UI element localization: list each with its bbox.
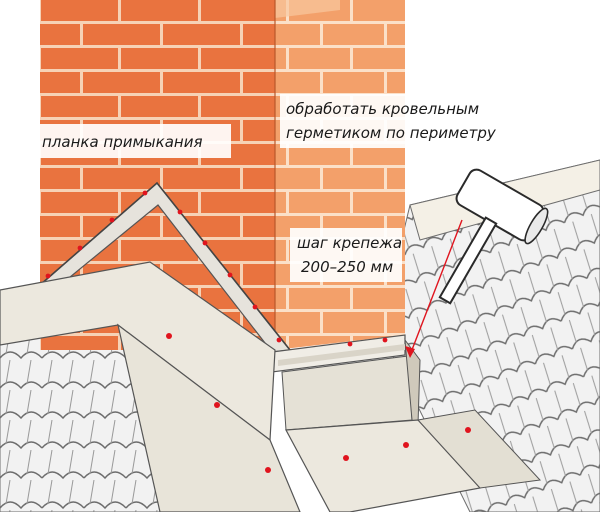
label-sealant: обработать кровельным герметиком по пери…: [280, 94, 497, 148]
fastener-row: [45, 190, 282, 343]
label-step-line1: шаг крепежа: [297, 234, 402, 252]
fastener-dot: [382, 337, 388, 343]
fastener-dot: [265, 467, 271, 473]
label-sealant-line2: герметиком по периметру: [286, 124, 497, 142]
label-flashing: планка примыкания: [36, 124, 231, 158]
fastener-dot: [343, 455, 349, 461]
fastener-dot: [214, 402, 220, 408]
fastener-dot: [202, 240, 208, 246]
leader-arrowhead: [405, 346, 415, 358]
fastener-dot: [45, 273, 51, 279]
fastener-dot: [347, 341, 353, 347]
bottom-tray: [285, 409, 542, 512]
label-step-line2: 200–250 мм: [301, 258, 393, 276]
fastener-dot: [252, 304, 258, 310]
sealant-leader-line: [409, 219, 463, 356]
fastener-dot: [109, 217, 115, 223]
left-roof-panel: [0, 261, 301, 512]
fastener-dot: [77, 245, 83, 251]
label-fastening-step: шаг крепежа 200–250 мм: [290, 228, 402, 282]
fastener-dot: [403, 442, 409, 448]
front-apron: [271, 334, 421, 431]
fastener-dot: [142, 190, 148, 196]
fastener-dot: [177, 209, 183, 215]
fastener-dot: [227, 272, 233, 278]
fastener-dot: [166, 333, 172, 339]
fastener-dot: [276, 337, 282, 343]
hammer-icon: [438, 168, 549, 305]
fastener-dot: [465, 427, 471, 433]
label-flashing-text: планка примыкания: [42, 133, 202, 151]
label-sealant-line1: обработать кровельным: [286, 100, 479, 118]
